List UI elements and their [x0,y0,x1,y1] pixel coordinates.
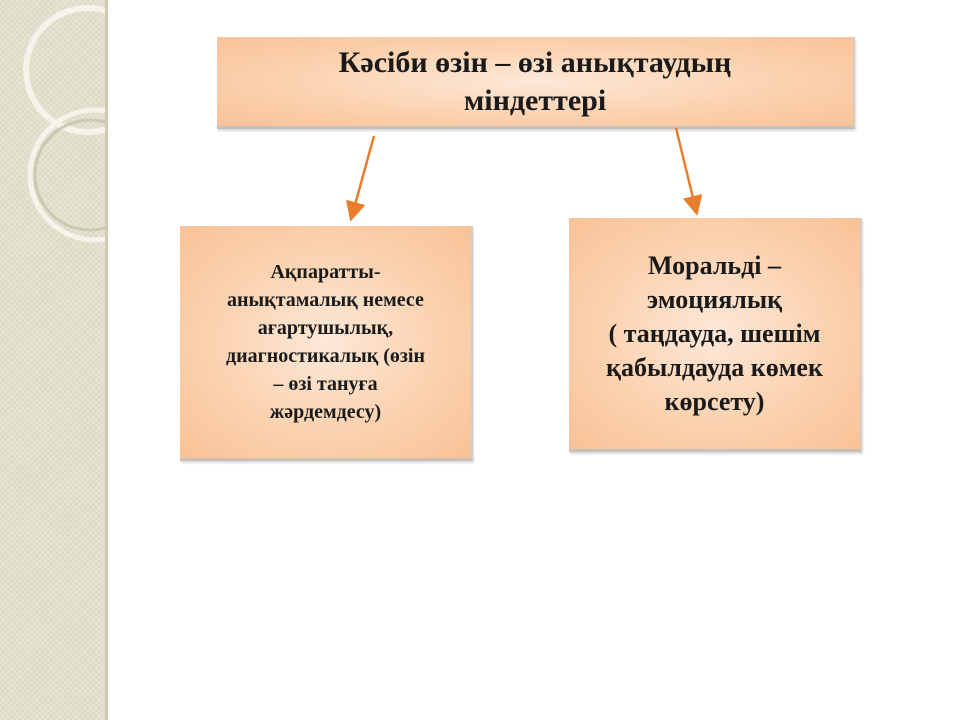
arrow-right [674,127,703,216]
right-box: Моральді – эмоциялық ( таңдауда, шешім қ… [569,218,862,452]
right-box-text: Моральді – эмоциялық ( таңдауда, шешім қ… [606,250,823,416]
left-box-text: Ақпаратты- анықтамалық немесе ағартушылы… [225,261,425,423]
arrow-left [346,135,376,222]
title-text: Кәсіби өзін – өзі анықтаудың міндеттері [338,45,732,117]
decorative-sidebar [0,0,163,720]
left-box: Ақпаратты- анықтамалық немесе ағартушылы… [180,226,473,461]
sidebar-divider [105,0,108,720]
title-box: Кәсіби өзін – өзі анықтаудың міндеттері [217,37,855,129]
